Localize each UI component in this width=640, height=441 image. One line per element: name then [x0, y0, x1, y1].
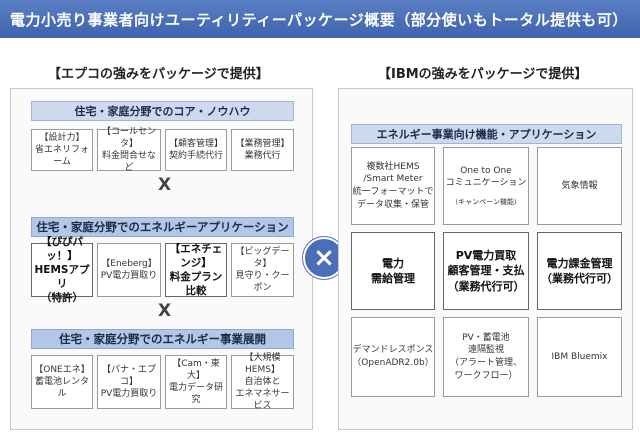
right-cell-one-to-one: One to One コミュニケーション （キャンペーン機能）: [443, 147, 529, 225]
left-row2-box-2: 【Eneberg】 PV電力買取り: [97, 243, 161, 297]
multiply-mark-1: X: [158, 175, 172, 195]
left-row1-box-4: 【業務管理】 業務代行: [231, 129, 294, 171]
right-cell-pv-purchase: PV電力買取 顧客管理・支払 （業務代行可）: [443, 232, 529, 310]
multiply-circle-icon: ×: [303, 237, 345, 279]
left-row2-box-3: 【エネチェンジ】 料金プラン 比較: [165, 243, 227, 297]
right-cell-demand-response: デマンドレスポンス （OpenADR2.0b）: [351, 317, 435, 397]
left-row3-box-1: 【ONEエネ】 蓄電池レンタル: [31, 355, 93, 409]
left-row1-box-3: 【顧客管理】 契約手続代行: [165, 129, 227, 171]
left-panel: 住宅・家庭分野でのコア・ノウハウ 【設計力】 省エネリフォーム 【コールセンタ】…: [10, 88, 313, 430]
right-cell-billing: 電力課金管理 （業務代行可）: [537, 232, 622, 310]
right-cell-hems-data: 複数社HEMS /Smart Meter 統一フォーマットで データ収集・保管: [351, 147, 435, 225]
left-row2-box-1: 【ぴぴパッ！】 HEMSアプリ （特許）: [31, 236, 93, 304]
core-knowhow-band: 住宅・家庭分野でのコア・ノウハウ: [31, 101, 294, 121]
left-row3-box-3: 【Cam・東大】 電力データ研究: [165, 355, 227, 409]
left-row2-box-4: 【ビッグデータ】 見守り・クーポン: [231, 243, 294, 297]
energy-business-band: 住宅・家庭分野でのエネルギー事業展開: [31, 329, 294, 349]
right-cell-remote-monitoring: PV・蓄電池 遠隔監視 （アラート管理、 ワークフロー）: [443, 317, 529, 397]
right-panel: エネルギー事業向け機能・アプリケーション 複数社HEMS /Smart Mete…: [338, 88, 633, 430]
page-title: 電力小売り事業者向けユーティリティーパッケージ概要（部分使いもトータル提供も可）: [0, 0, 640, 38]
energy-functions-band: エネルギー事業向け機能・アプリケーション: [351, 124, 622, 144]
right-cell-bluemix: IBM Bluemix: [537, 317, 622, 397]
left-row3-box-4: 【大規模HEMS】 自治体と エネマネサービス: [231, 353, 294, 411]
left-row1-box-1: 【設計力】 省エネリフォーム: [31, 129, 93, 171]
multiply-mark-2: X: [158, 301, 172, 321]
energy-application-band: 住宅・家庭分野でのエネルギーアプリケーション: [31, 217, 294, 237]
left-row3-box-2: 【パナ・エプコ】 PV電力買取り: [97, 355, 161, 409]
right-cell-weather: 気象情報: [537, 147, 622, 225]
left-panel-heading: 【エプコの強みをパッケージで提供】: [48, 67, 269, 82]
left-row1-box-2: 【コールセンタ】 料金問合せなど: [97, 127, 161, 173]
right-panel-heading: 【IBMの強みをパッケージで提供】: [378, 67, 588, 82]
right-cell-supply-demand: 電力 需給管理: [351, 232, 435, 310]
